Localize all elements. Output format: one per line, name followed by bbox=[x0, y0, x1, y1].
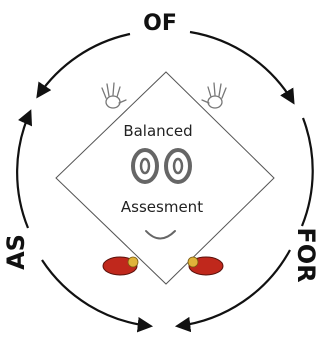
arc-top-right bbox=[190, 32, 293, 102]
arc-left bbox=[17, 112, 30, 228]
left-shoe-icon bbox=[103, 257, 138, 275]
mascot-title-line2: Assesment bbox=[121, 198, 203, 216]
left-hand-icon bbox=[102, 83, 126, 108]
label-for: FOR bbox=[292, 227, 320, 282]
right-shoe-icon bbox=[188, 257, 223, 275]
right-hand-icon bbox=[202, 83, 226, 108]
label-as: AS bbox=[2, 234, 30, 270]
arc-top-left bbox=[38, 34, 130, 96]
arc-right bbox=[302, 118, 313, 226]
mascot-title-line1: Balanced bbox=[123, 122, 192, 140]
mascot-diamond bbox=[56, 72, 274, 284]
label-of: OF bbox=[143, 11, 177, 36]
